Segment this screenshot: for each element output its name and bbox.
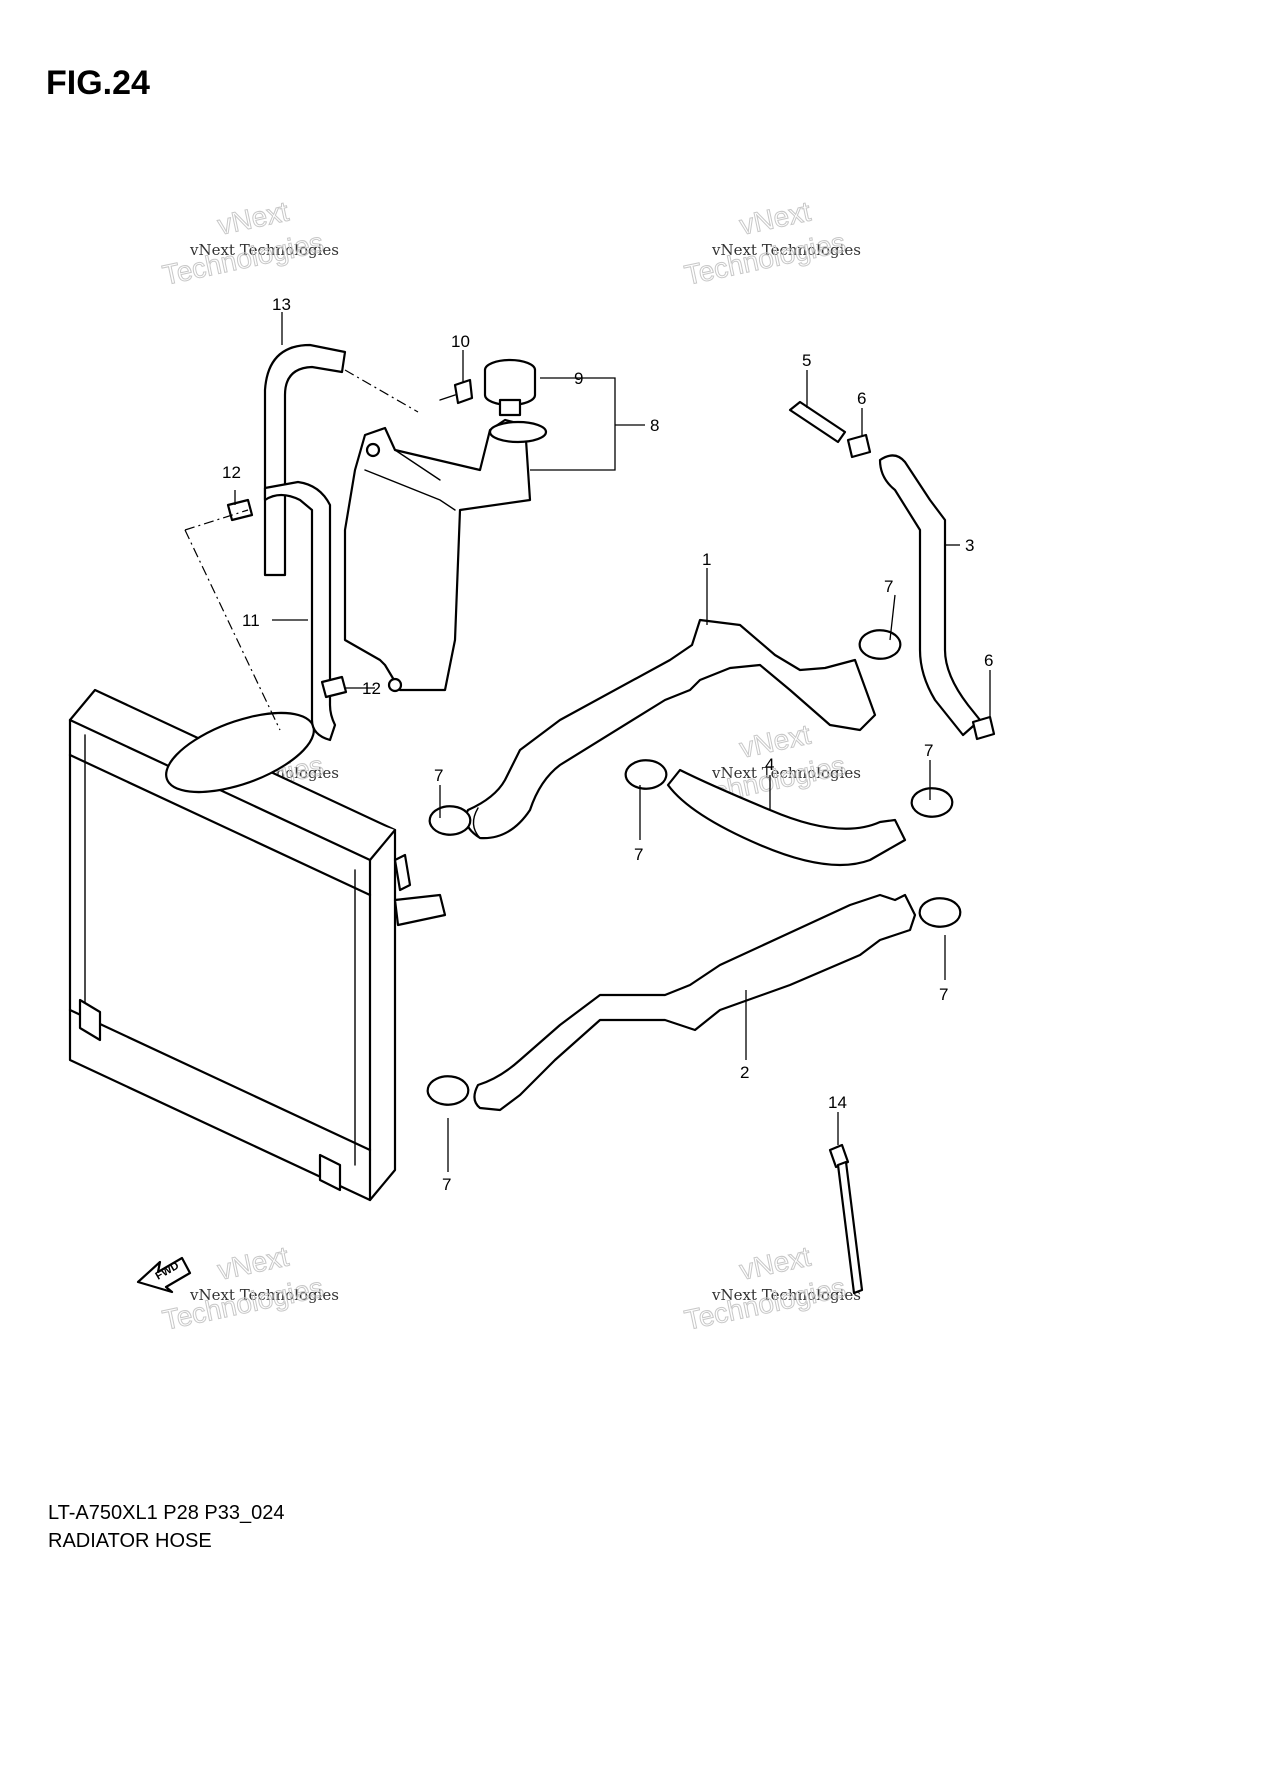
callout-11: 11	[242, 611, 260, 630]
callout-9: 9	[574, 369, 583, 388]
callout-2: 2	[740, 1063, 749, 1082]
clamp-7e	[918, 897, 962, 928]
hose-13	[263, 343, 347, 577]
diagram-name: RADIATOR HOSE	[48, 1530, 212, 1552]
watermark-bottom-right: vNext vNext Technologies Technologies	[681, 1240, 861, 1336]
reservoir-cap	[483, 358, 537, 417]
clip-12a	[226, 498, 254, 522]
clamp-7a	[428, 805, 472, 836]
callout-3: 3	[965, 536, 974, 555]
assembly-line-13	[344, 369, 419, 413]
reservoir-tank	[343, 418, 548, 693]
clip-12b	[320, 675, 348, 699]
svg-text:vNext Technologies: vNext Technologies	[711, 241, 861, 259]
callout-5: 5	[802, 351, 811, 370]
callout-13: 13	[272, 295, 291, 314]
callout-7-hose4-right: 7	[924, 741, 933, 760]
svg-text:vNext Technologies: vNext Technologies	[711, 1286, 861, 1304]
svg-text:vNext Technologies: vNext Technologies	[189, 1286, 339, 1304]
svg-text:vNext Technologies: vNext Technologies	[711, 764, 861, 782]
hose-4	[666, 768, 907, 867]
clamp-7c	[858, 629, 902, 660]
callout-1: 1	[702, 550, 711, 569]
callout-4: 4	[765, 755, 774, 774]
cable-tie-14	[828, 1143, 864, 1295]
callout-7-hose4-left: 7	[634, 845, 643, 864]
callout-7-radiator-bottom: 7	[442, 1175, 451, 1194]
clamp-7d	[910, 787, 954, 818]
callout-6a: 6	[857, 389, 866, 408]
diagram-code: LT-A750XL1 P28 P33_024	[48, 1502, 285, 1524]
watermark-top-right: vNext vNext Technologies Technologies	[681, 195, 861, 291]
assembly-line-11b	[184, 529, 281, 731]
clamp-7b	[624, 759, 668, 790]
svg-text:vNext Technologies: vNext Technologies	[189, 241, 339, 259]
hose-2	[473, 893, 917, 1112]
callout-7-hose1-right: 7	[884, 577, 893, 596]
figure-title: FIG.24	[46, 64, 150, 102]
clamp-7f	[426, 1075, 470, 1106]
hose-1	[464, 618, 877, 840]
callout-14: 14	[828, 1093, 847, 1112]
callout-7-hose2-right: 7	[939, 985, 948, 1004]
callout-12b: 12	[362, 679, 381, 698]
callout-10: 10	[451, 332, 470, 351]
clip-6b	[971, 715, 996, 741]
fitting-5	[788, 400, 847, 444]
clip-6a	[846, 433, 872, 459]
callout-8: 8	[650, 416, 659, 435]
watermark-top-left: vNext vNext Technologies Technologies	[159, 195, 339, 291]
callout-7-radiator-top: 7	[434, 766, 443, 785]
assembly-line-11	[184, 509, 249, 531]
fwd-arrow-icon: FWD	[136, 1256, 192, 1294]
watermark-bottom-left: vNext vNext Technologies Technologies	[159, 1240, 339, 1336]
callout-6b: 6	[984, 651, 993, 670]
callout-12a: 12	[222, 463, 241, 482]
radiator	[68, 688, 447, 1202]
bolt-10	[439, 378, 474, 405]
hose-11	[263, 480, 337, 742]
